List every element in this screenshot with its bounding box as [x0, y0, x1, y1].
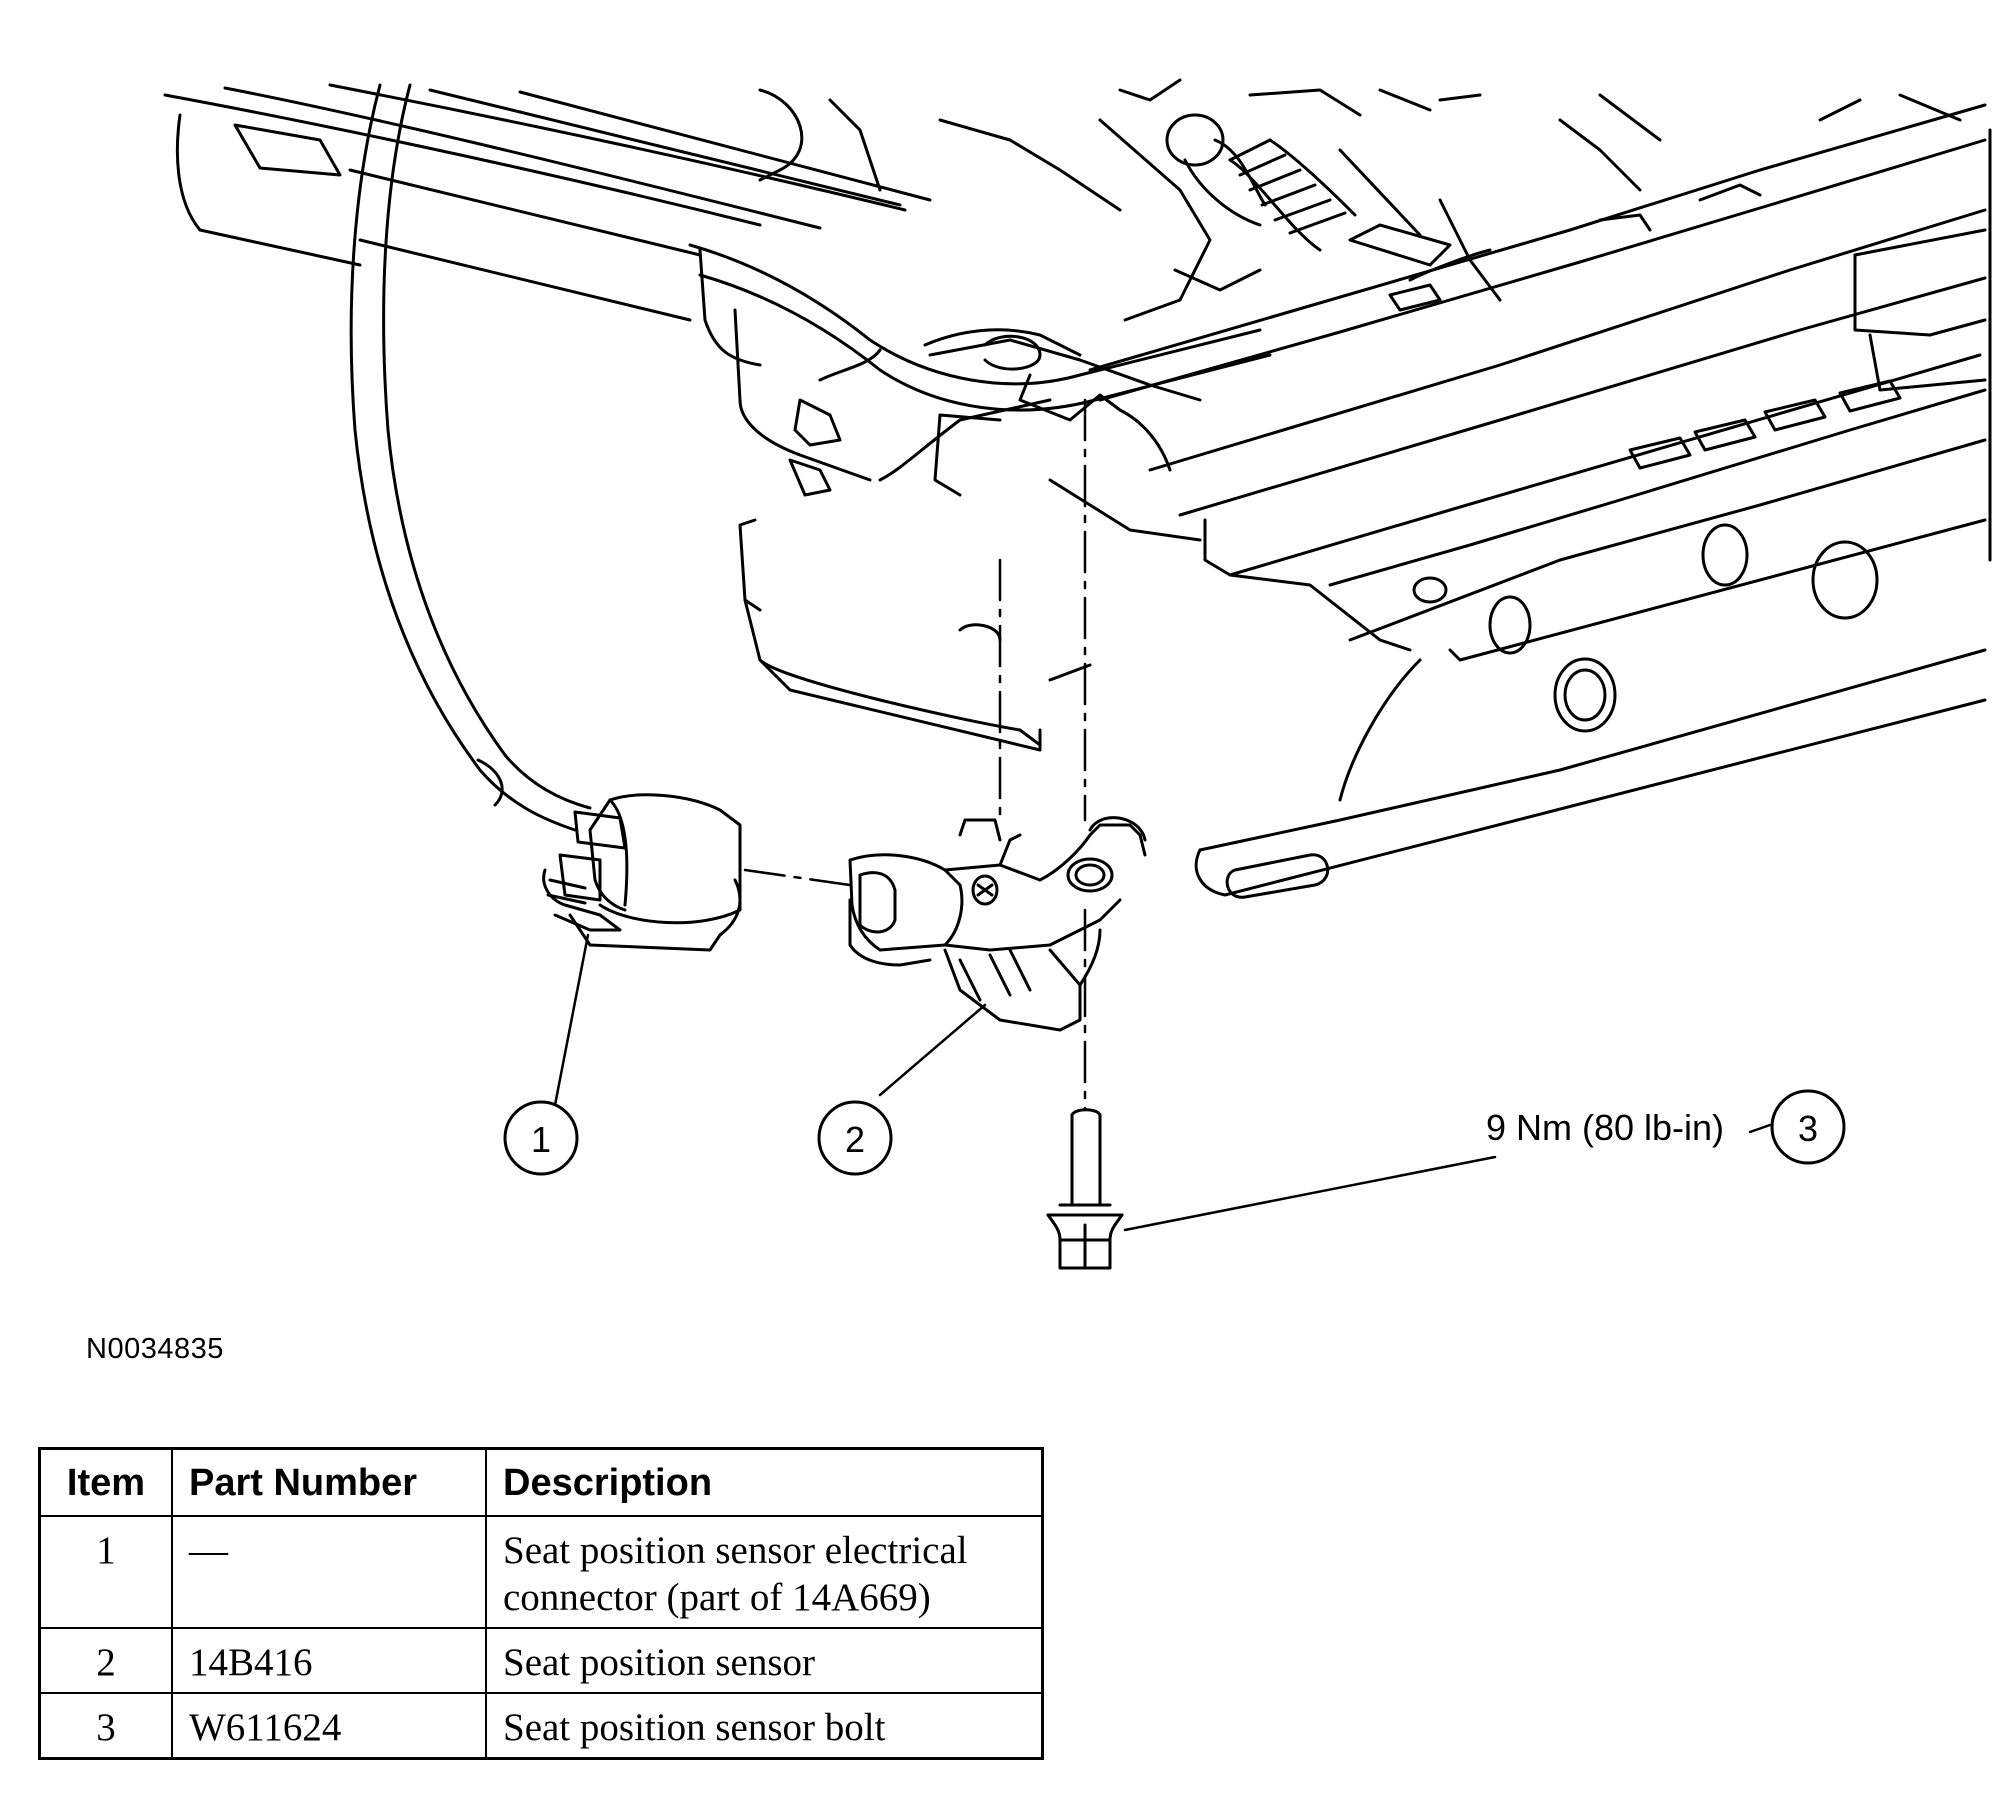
header-part-number: Part Number: [171, 1447, 487, 1517]
callout-2-label: 2: [845, 1119, 865, 1160]
row-1-part-number: —: [171, 1515, 487, 1629]
row-1-description: Seat position sensor electrical connecto…: [485, 1515, 1044, 1629]
figure-id: N0034835: [86, 1333, 224, 1365]
header-item: Item: [38, 1447, 173, 1517]
callout-1-label: 1: [531, 1119, 551, 1160]
torque-spec-label: 9 Nm (80 lb-in): [1486, 1107, 1724, 1148]
row-1-description-line-2: connector (part of 14A669): [503, 1576, 931, 1619]
table-row: 3 W611624 Seat position sensor bolt: [38, 1692, 1044, 1760]
callout-circle-3: [1770, 1089, 1846, 1165]
leader-lines: [553, 933, 1772, 1232]
row-2-part-number: 14B416: [171, 1627, 487, 1694]
row-3-description: Seat position sensor bolt: [485, 1692, 1044, 1760]
table-header-row: Item Part Number Description: [38, 1447, 1044, 1517]
table-row: 2 14B416 Seat position sensor: [38, 1627, 1044, 1694]
header-description: Description: [485, 1447, 1044, 1517]
row-3-item: 3: [38, 1692, 173, 1760]
seat-position-sensor: [848, 816, 1147, 1032]
alignment-lines: [743, 398, 1087, 1112]
row-1-description-line-1: Seat position sensor electrical: [503, 1529, 968, 1572]
row-3-part-number: W611624: [171, 1692, 487, 1760]
row-1-item: 1: [38, 1515, 173, 1629]
seat-position-sensor-bolt: [1046, 1108, 1124, 1270]
callout-circle-1: [503, 1100, 579, 1176]
callout-3-label: 3: [1798, 1108, 1818, 1149]
parts-table: Item Part Number Description 1 — Seat po…: [38, 1447, 1044, 1760]
seat-position-sensor-connector: [542, 793, 742, 952]
seat-track-frame: [163, 78, 1992, 899]
wiring-harness: [349, 83, 627, 850]
callout-circle-2: [817, 1100, 893, 1176]
row-2-description: Seat position sensor: [485, 1627, 1044, 1694]
row-2-item: 2: [38, 1627, 173, 1694]
table-row: 1 — Seat position sensor electrical conn…: [38, 1515, 1044, 1629]
